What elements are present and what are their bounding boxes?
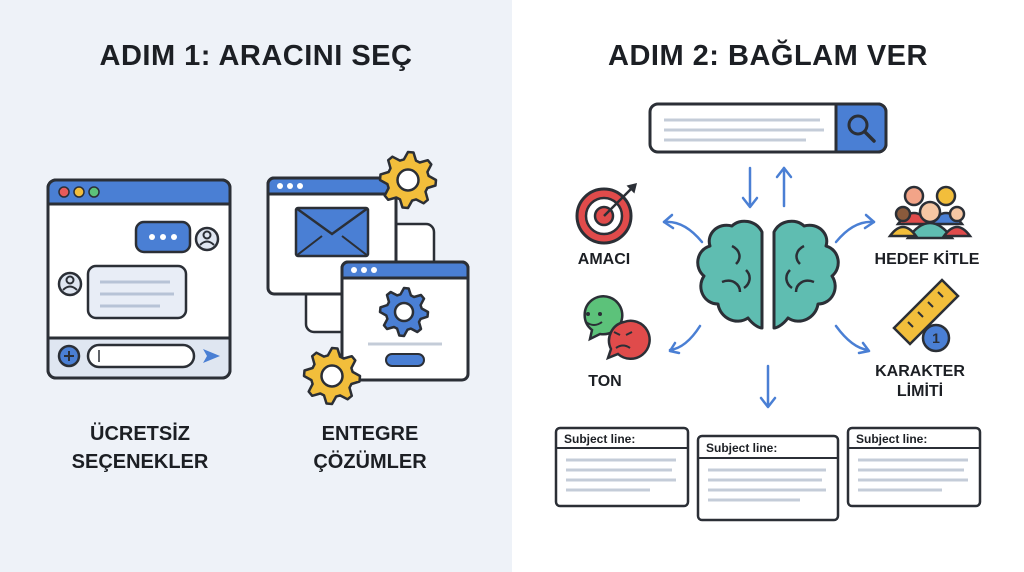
gear-icon-top: [378, 150, 438, 210]
audience-icon: [887, 185, 973, 240]
gear-icon-bottom: [302, 346, 362, 406]
card-2-subject: Subject line:: [706, 441, 778, 455]
context-arrows: [662, 166, 876, 409]
card-1-subject: Subject line:: [564, 432, 636, 446]
brain-icon: [696, 219, 840, 330]
ruler-icon: [892, 278, 960, 353]
step2-title: ADIM 2: BAĞLAM VER: [608, 40, 928, 72]
target-icon: [575, 182, 638, 245]
email-card-3: [846, 426, 982, 508]
chat-window-icon: [46, 178, 232, 380]
audience-label: HEDEF KİTLE: [874, 251, 980, 268]
character-limit-label: KARAKTER LİMİTİ: [875, 363, 965, 400]
integrated-solutions-caption: ENTEGRE ÇÖZÜMLER: [313, 423, 427, 473]
email-card-2: [696, 434, 840, 522]
tone-label: TON: [588, 373, 622, 390]
limit-badge-number: 1: [932, 330, 940, 346]
card-3-subject: Subject line:: [856, 432, 928, 446]
search-bar-icon: [648, 102, 888, 154]
free-options-caption: ÜCRETSİZ SEÇENEKLER: [71, 423, 209, 473]
email-card-1: [554, 426, 690, 508]
step1-title: ADIM 1: ARACINI SEÇ: [99, 40, 413, 72]
envelope-icon: [294, 206, 370, 258]
purpose-label: AMACI: [577, 251, 631, 268]
gear-icon-center: [378, 286, 430, 338]
tone-icon: [583, 295, 651, 361]
